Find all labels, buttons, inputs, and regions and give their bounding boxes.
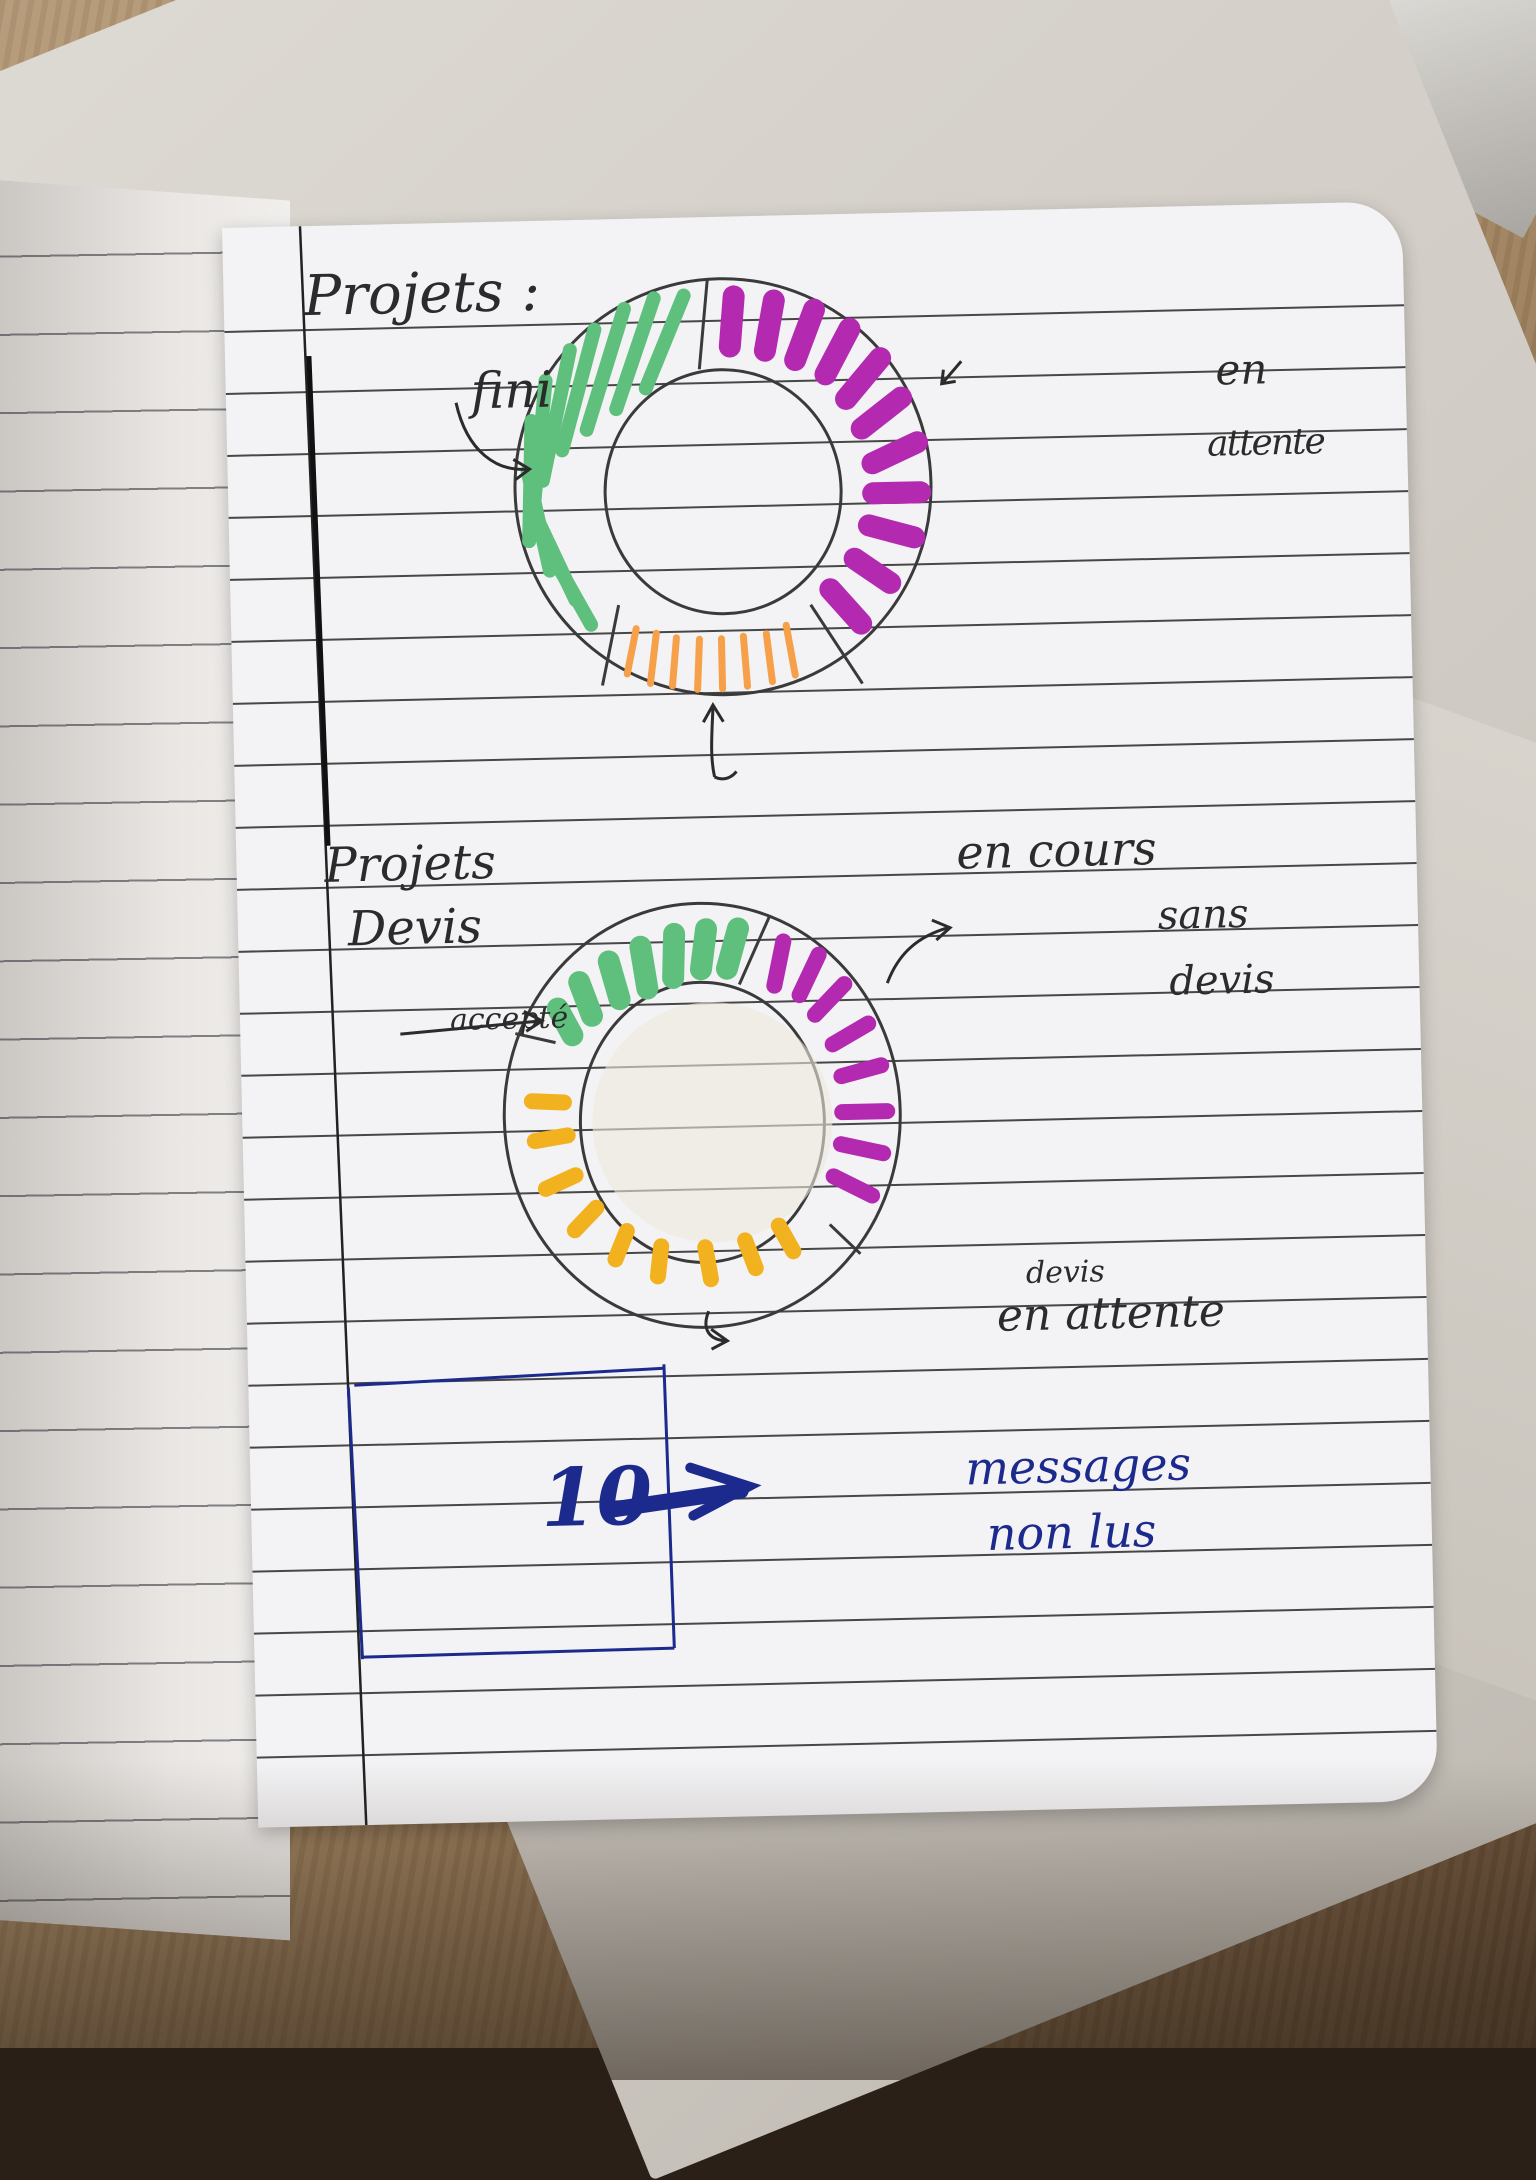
donut1-segment-fini [520,288,691,632]
label-fini: fini [470,360,553,421]
label-accepte: accepté [449,1000,569,1039]
messages-widget [346,1364,762,1660]
ruled-lines [224,226,1437,1826]
unread-count: 10 [539,1448,654,1546]
label-non-lus: non lus [986,1503,1157,1561]
arrow-to-messages [605,1462,762,1521]
projets-title: Projets : [302,258,541,330]
donut1-segment-attente [718,285,932,635]
donut2-segment-accepte [546,917,750,1047]
label-en: en [1214,344,1268,395]
donut-chart-projets [454,277,963,781]
donut1-segment-en-cours [623,621,799,693]
label-en-cours: en cours [955,820,1158,880]
donut-chart-devis [400,901,953,1351]
projets-devis-title-line1: Projets [323,833,497,894]
label-messages: messages [964,1436,1192,1496]
label-sans: sans [1157,890,1250,939]
donut2-segment-sans-devis [766,933,896,1204]
donut2-segment-en-attente [523,1093,802,1288]
projets-devis-title-line2: Devis [347,898,483,958]
notebook-right-page: Projets : fini en attente en cours Proje… [222,201,1438,1828]
label-devis: devis [1168,956,1276,1005]
bottom-shadow [0,1760,1536,2080]
label-attente: attente [1206,421,1325,465]
label-devis-small: devis [1025,1254,1106,1292]
label-en-attente: en attente [996,1285,1226,1342]
